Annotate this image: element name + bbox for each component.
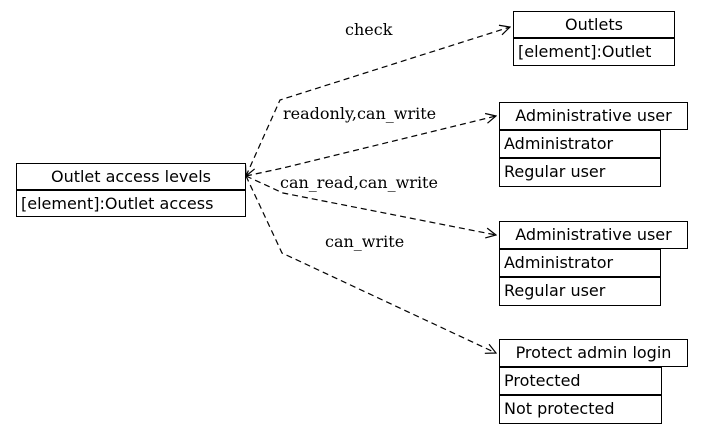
- node-row: [element]:Outlet: [513, 38, 675, 66]
- edge-label-readonly-can-write: readonly,can_write: [283, 104, 437, 123]
- edge-label-check: check: [345, 20, 393, 39]
- node-row: Protected: [499, 367, 662, 395]
- node-title: Administrative user: [499, 102, 688, 130]
- node-title: Outlet access levels: [16, 163, 246, 190]
- edge-can-write-line: [245, 175, 496, 353]
- node-row: Administrator: [499, 249, 661, 277]
- node-row: Not protected: [499, 395, 662, 424]
- node-title: Administrative user: [499, 221, 688, 249]
- edge-label-can-read-can-write: can_read,can_write: [280, 173, 438, 192]
- node-row: Regular user: [499, 158, 661, 187]
- node-row: Administrator: [499, 130, 661, 158]
- node-title: Protect admin login: [499, 339, 688, 367]
- node-row: Regular user: [499, 277, 661, 306]
- edge-readonly-can-write-line: [245, 116, 496, 177]
- edge-check-line: [246, 27, 510, 176]
- edge-label-can-write: can_write: [325, 232, 405, 251]
- edge-can-read-can-write-line: [245, 175, 496, 235]
- node-title: Outlets: [513, 11, 675, 38]
- node-row: [element]:Outlet access: [16, 190, 246, 217]
